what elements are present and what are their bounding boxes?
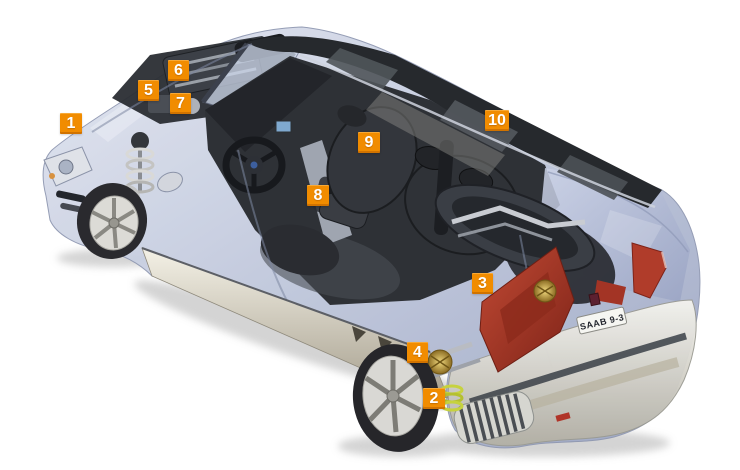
saab-badge xyxy=(588,292,601,307)
marker-7[interactable]: 7 xyxy=(170,93,191,114)
steering-wheel xyxy=(222,136,286,194)
license-plate: SAAB 9-3 xyxy=(576,306,628,335)
fuel-pump-disc-rear xyxy=(427,349,453,375)
bumper-reflector xyxy=(555,412,571,422)
front-headrest xyxy=(337,105,367,127)
front-wheel xyxy=(76,183,148,259)
marker-3[interactable]: 3 xyxy=(472,273,493,294)
marker-10[interactable]: 10 xyxy=(485,110,509,131)
marker-6[interactable]: 6 xyxy=(168,60,189,81)
marker-4[interactable]: 4 xyxy=(407,342,428,363)
marker-1[interactable]: 1 xyxy=(60,113,82,134)
tail-lights xyxy=(479,242,667,373)
exhaust-muffler xyxy=(453,391,535,444)
fuel-pump-disc-trunk xyxy=(533,279,557,303)
marker-8[interactable]: 8 xyxy=(307,185,329,206)
soft-top-roof xyxy=(247,36,662,209)
dashboard xyxy=(205,58,332,152)
tonneau-edge-line xyxy=(299,53,656,209)
side-mirror xyxy=(157,171,183,193)
infotainment-screen xyxy=(275,120,292,133)
rear-wheel xyxy=(352,344,440,452)
marker-5[interactable]: 5 xyxy=(138,80,159,101)
headlight xyxy=(43,146,93,187)
marker-9[interactable]: 9 xyxy=(358,132,380,153)
driver-seat-cushion xyxy=(260,224,340,276)
marker-2[interactable]: 2 xyxy=(423,388,445,409)
